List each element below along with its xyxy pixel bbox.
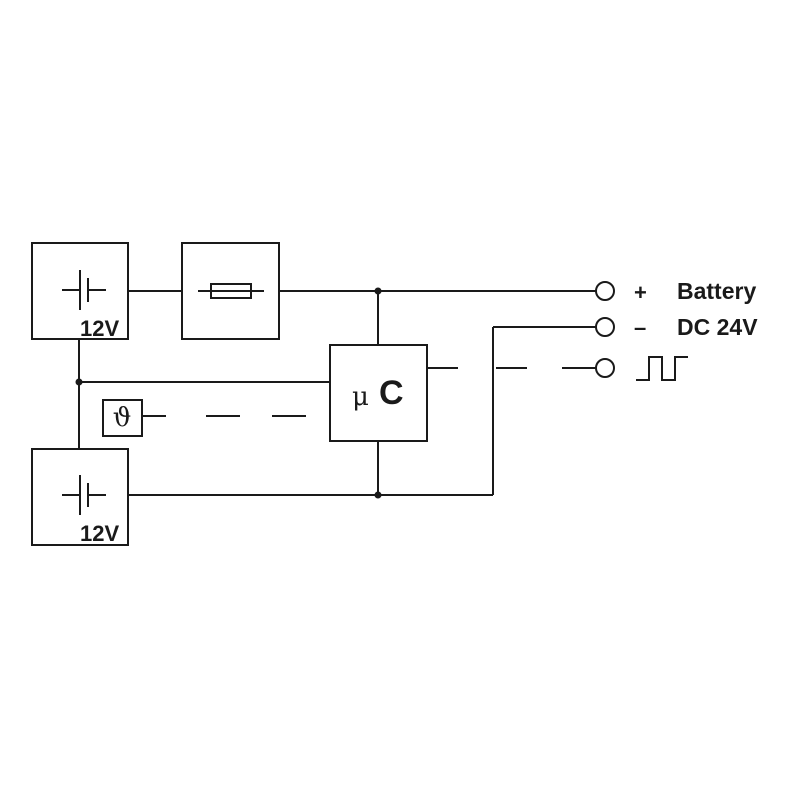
terminal-minus: [595, 317, 615, 337]
terminal-minus-label: DC 24V: [677, 314, 758, 340]
battery-icon-bottom: [62, 475, 106, 515]
wires: [78, 290, 596, 496]
terminal-plus: [595, 281, 615, 301]
battery-icon-top: [62, 270, 106, 310]
microcontroller-mu: μ: [352, 382, 369, 412]
terminal-plus-label: Battery: [677, 278, 756, 304]
temperature-symbol: ϑ: [113, 403, 132, 433]
battery-top-voltage: 12V: [80, 316, 119, 341]
microcontroller-c: C: [379, 374, 404, 412]
battery-bottom-voltage: 12V: [80, 521, 119, 546]
terminal-signal: [595, 358, 615, 378]
square-pulse-icon: [636, 356, 688, 381]
junction-dots: [75, 287, 382, 499]
temperature-sensor-block: [102, 399, 143, 437]
terminal-plus-sign: +: [634, 280, 647, 305]
terminal-minus-sign: –: [634, 315, 646, 340]
fuse-icon: [198, 283, 264, 299]
dashed-signal-lines: [142, 367, 596, 417]
